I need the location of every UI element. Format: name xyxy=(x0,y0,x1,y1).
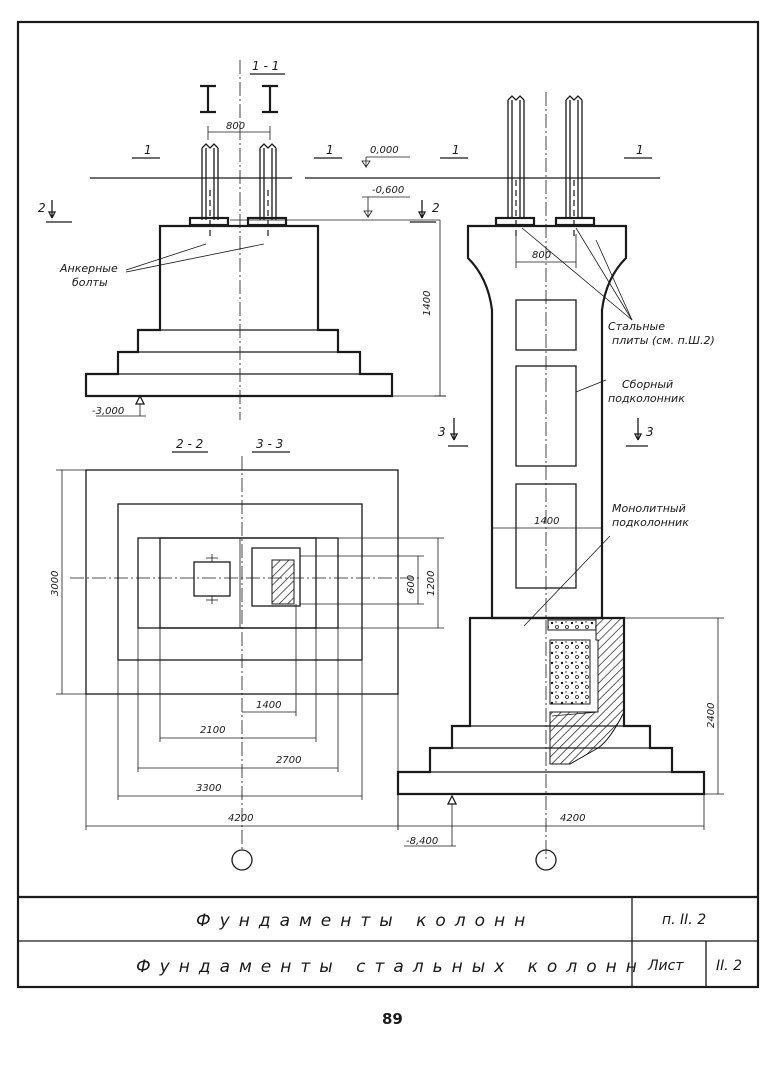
section-2-2-title: 2 - 2 xyxy=(176,437,203,451)
cut-mark-2-right: 2 xyxy=(432,201,440,215)
title-row2: Фундаменты стальных колонн xyxy=(136,957,646,977)
section-1-1-title: 1 - 1 xyxy=(252,59,279,73)
cut-mark-1-c: 1 xyxy=(452,143,460,157)
dim-2700: 2700 xyxy=(276,755,301,766)
label-steel-plates-2: плиты (см. п.Ш.2) xyxy=(612,334,715,347)
right-elevation-view: 1 1 800 Стальные плиты (см. п.Ш.2) Сборн… xyxy=(396,92,724,871)
label-steel-plates-1: Стальные xyxy=(608,320,665,333)
foundation-body-left xyxy=(84,224,394,398)
dim-1400-plan: 1400 xyxy=(256,700,281,711)
concrete-fill-joint xyxy=(549,639,591,705)
axis-marker-left xyxy=(231,849,253,871)
steel-columns-right xyxy=(494,95,596,240)
sheet-number: II. 2 xyxy=(716,958,742,974)
dim-1200: 1200 xyxy=(426,571,437,596)
concrete-fill-precast xyxy=(547,619,597,631)
section-1-1-view: 1 - 1 800 1 1 0,000 -0,600 xyxy=(38,59,446,420)
sheet-label: Лист xyxy=(647,958,684,974)
dim-800-left: 800 xyxy=(226,121,245,132)
label-precast-2: подколонник xyxy=(608,392,685,405)
level-0000: 0,000 xyxy=(370,145,399,156)
cut-mark-1-b: 1 xyxy=(326,143,334,157)
precast-subcolumn xyxy=(466,224,628,620)
dim-1400-right: 1400 xyxy=(534,516,559,527)
cut-mark-1-a: 1 xyxy=(144,143,152,157)
level-3000: -3,000 xyxy=(92,406,124,417)
cut-mark-2-left: 2 xyxy=(38,201,46,215)
label-monolithic-1: Монолитный xyxy=(612,502,686,515)
section-3-3-title: 3 - 3 xyxy=(256,437,283,451)
dim-800-right: 800 xyxy=(532,250,551,261)
title-row1: Фундаменты колонн xyxy=(196,911,534,931)
dim-4200-right: 4200 xyxy=(560,813,585,824)
plan-view-2-2-3-3: 2 - 2 3 - 3 3000 600 1200 1400 xyxy=(50,437,444,871)
dim-3300: 3300 xyxy=(196,783,221,794)
label-monolithic-2: подколонник xyxy=(612,516,689,529)
dim-3000: 3000 xyxy=(50,571,61,596)
title-row1-code: п. II. 2 xyxy=(662,912,706,928)
cut-mark-3-right: 3 xyxy=(646,425,654,439)
cut-mark-1-d: 1 xyxy=(636,143,644,157)
dim-600: 600 xyxy=(406,575,417,594)
label-precast-1: Сборный xyxy=(622,378,673,391)
axis-marker-right xyxy=(535,849,557,871)
level-0600: -0,600 xyxy=(372,185,404,196)
hatched-section-monolith xyxy=(549,617,625,765)
i-beam-symbol-left xyxy=(200,84,216,114)
dim-4200-plan: 4200 xyxy=(228,813,253,824)
i-beam-symbol-right xyxy=(262,84,278,114)
dim-2400: 2400 xyxy=(706,703,717,728)
label-anchor-bolts-1: Анкерные xyxy=(59,262,118,275)
sheet-frame xyxy=(16,20,760,989)
page-number: 89 xyxy=(382,1010,403,1028)
cut-mark-3-left: 3 xyxy=(438,425,446,439)
label-anchor-bolts-2: болты xyxy=(72,276,108,289)
title-block: Фундаменты колонн п. II. 2 Фундаменты ст… xyxy=(136,911,742,977)
dim-1400-left: 1400 xyxy=(422,291,433,316)
level-8400: -8,400 xyxy=(406,836,438,847)
dim-2100: 2100 xyxy=(200,725,225,736)
steel-columns-left xyxy=(188,143,288,238)
plan-hatched-column xyxy=(271,559,295,605)
